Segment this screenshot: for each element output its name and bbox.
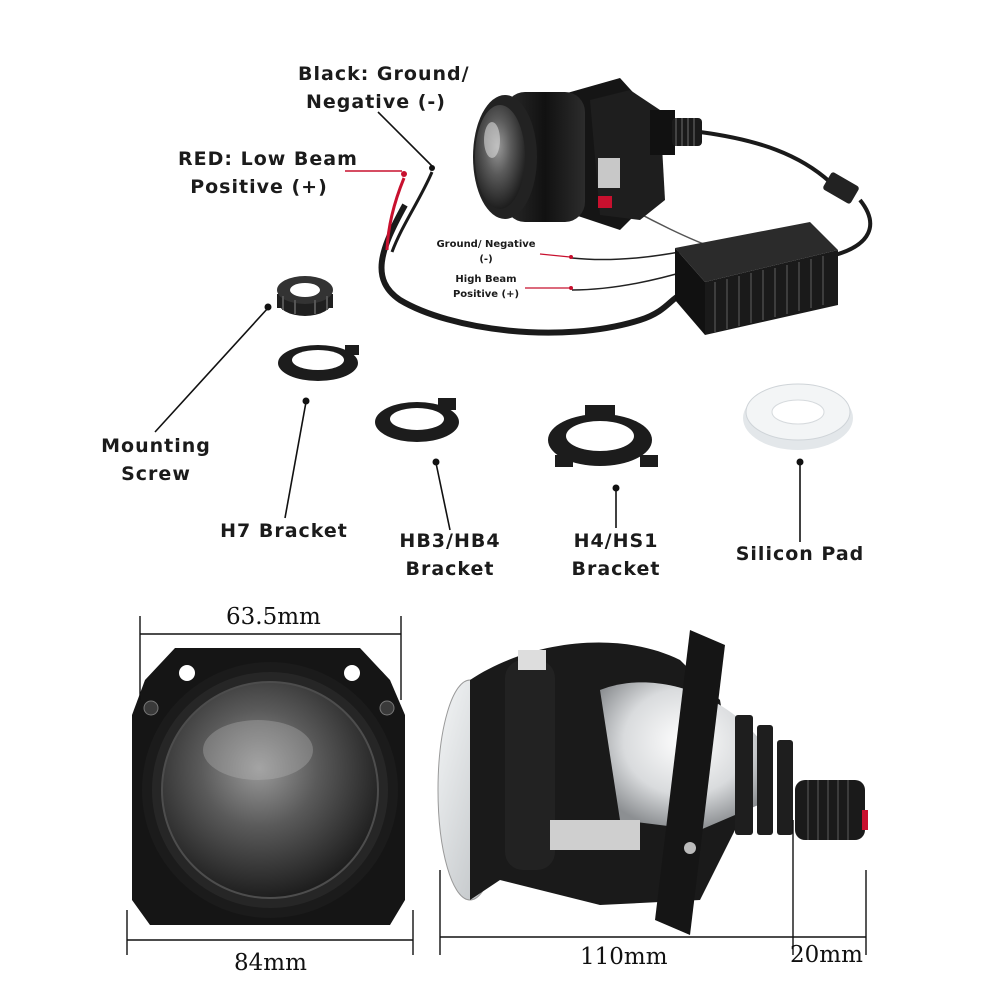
label-hb3-line2: Bracket [405,558,495,580]
leader-ground-negative [539,253,571,258]
label-high-beam-line2: Positive (+) [452,289,520,300]
label-black-ground-line1: Black: Ground/ [298,63,470,85]
label-ground-negative-line1: Ground/ Negative [436,239,536,250]
leader-high-beam-dot [569,286,573,290]
driver-box [675,222,838,335]
dim-front-width: 84mm [234,950,307,976]
label-h4-line1: H4/HS1 [573,530,659,552]
red-wire-tip [401,171,407,177]
label-black-ground: Black: Ground/ Negative (-) [298,60,470,116]
label-red-low-line1: RED: Low Beam [178,148,358,170]
label-ground-negative-line2: (-) [479,254,493,265]
front-view-screw-left [143,700,159,716]
label-mounting-screw-line1: Mounting [101,435,211,457]
side-view-bracket [655,630,725,935]
connector-cable [834,198,873,257]
label-mounting-screw: Mounting Screw [95,432,217,488]
label-silicon-pad-text: Silicon Pad [735,543,865,565]
label-high-beam-line1: High Beam [455,274,517,285]
mounting-screw-part [277,276,333,316]
hb3-hb4-bracket-part [375,398,459,442]
leader-ground-negative-dot [569,255,573,259]
leader-black-ground [377,111,433,167]
heat-sink-fins [735,715,793,835]
leader-h7-dot [302,397,310,405]
leader-hb3 [435,462,451,531]
ground-thin-wire [571,249,691,261]
red-wire [385,177,406,251]
label-h4-hs1-bracket: H4/HS1 Bracket [560,527,672,583]
label-hb3-hb4-bracket: HB3/HB4 Bracket [388,527,512,583]
label-ground-negative: Ground/ Negative (-) [430,237,542,267]
front-view [132,648,405,925]
projector-top-body [473,78,702,230]
connector-thread [795,780,865,840]
black-wire [390,171,434,253]
label-silicon-pad: Silicon Pad [728,540,872,568]
front-view-screw-right [379,700,395,716]
power-cable [699,130,832,184]
dim-lens-diameter: 63.5mm [226,604,321,630]
leader-silicon-dot [796,458,804,466]
label-mounting-screw-line2: Screw [121,463,191,485]
leader-hb3-dot [432,458,440,466]
silicon-pad-part [743,383,853,450]
projector-assembly-top [378,78,873,336]
label-h7-bracket: H7 Bracket [212,517,356,545]
label-high-beam: High Beam Positive (+) [446,272,526,302]
h7-bracket-part [278,345,359,381]
front-view-hole-tl [179,665,195,681]
front-view-hole-tr [344,665,360,681]
leader-black-ground-dot [429,165,435,171]
harness-cable [378,203,682,336]
plug-connector [823,172,859,204]
label-hb3-line1: HB3/HB4 [399,530,501,552]
dim-body-length: 110mm [580,944,668,970]
leader-h7 [284,401,307,519]
label-h4-line2: Bracket [571,558,661,580]
label-h7-bracket-text: H7 Bracket [220,520,348,542]
leader-mounting-screw [154,307,269,433]
side-view [437,630,868,935]
leader-h4-dot [612,484,620,492]
label-black-ground-line2: Negative (-) [306,91,446,113]
dim-lines-front [126,616,414,955]
label-red-low-beam: RED: Low Beam Positive (+) [178,145,358,201]
h4-hs1-bracket-part [548,405,658,467]
dim-lines-side [439,820,867,955]
label-red-low-line2: Positive (+) [190,176,328,198]
dim-connector-length: 20mm [790,942,863,968]
highbeam-thin-wire [571,269,691,291]
leader-mounting-screw-dot [264,303,272,311]
